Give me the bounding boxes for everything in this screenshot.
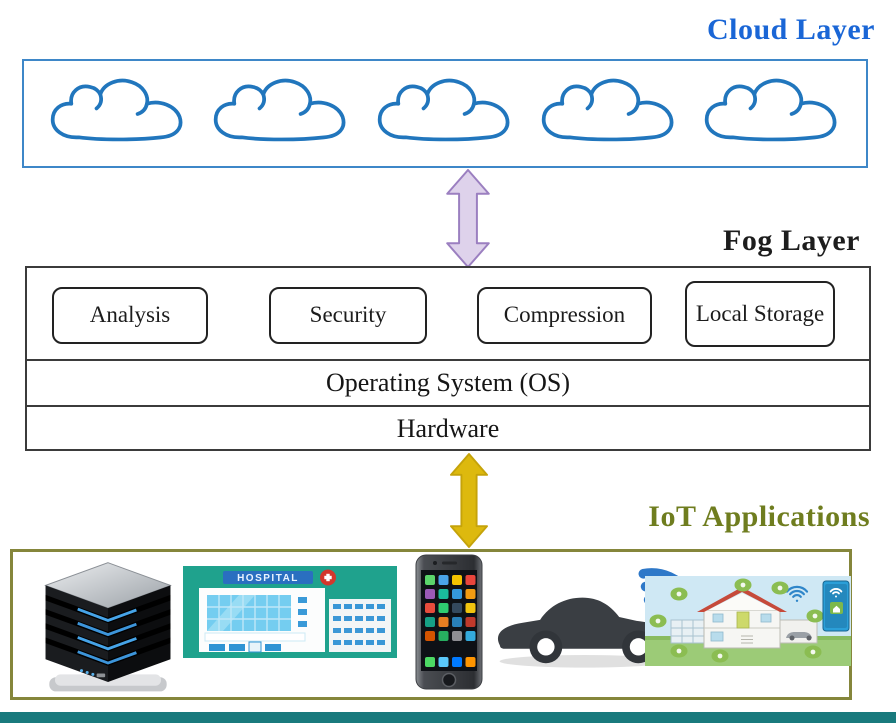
server-icon: [44, 562, 172, 692]
service-box-compression: Compression: [477, 287, 652, 344]
fog-iot-double-arrow-icon: [450, 453, 488, 548]
service-box-analysis: Analysis: [52, 287, 208, 344]
cloud-icon: [541, 78, 673, 141]
wifi-icon: [785, 585, 809, 602]
service-box-local-storage: Local Storage: [685, 281, 835, 347]
smartphone-icon: [415, 554, 483, 690]
cloud-icon: [377, 78, 510, 141]
cloud-layer-label: Cloud Layer: [706, 13, 875, 46]
cloud-icon: [214, 78, 346, 141]
hospital-sign-label: HOSPITAL: [237, 573, 299, 584]
smart-home-icon: [645, 576, 851, 666]
hardware-row: Hardware: [27, 405, 869, 451]
cloud-fog-double-arrow-icon: [446, 169, 490, 268]
cloud-icon: [50, 78, 183, 141]
hospital-icon: HOSPITAL: [183, 566, 397, 658]
cloud-layer-box: [22, 59, 868, 168]
fog-layer-box: Analysis Security Compression Local Stor…: [25, 266, 871, 451]
iot-applications-label: IoT Applications: [648, 500, 870, 533]
operating-system-row: Operating System (OS): [27, 359, 869, 405]
iot-applications-box: HOSPITAL: [10, 549, 852, 700]
service-box-security: Security: [269, 287, 427, 344]
cloud-icon: [705, 78, 837, 141]
control-phone: [822, 580, 850, 632]
fog-services-row: Analysis Security Compression Local Stor…: [27, 268, 869, 359]
bottom-accent-bar: [0, 712, 896, 723]
fog-layer-label: Fog Layer: [723, 224, 860, 257]
